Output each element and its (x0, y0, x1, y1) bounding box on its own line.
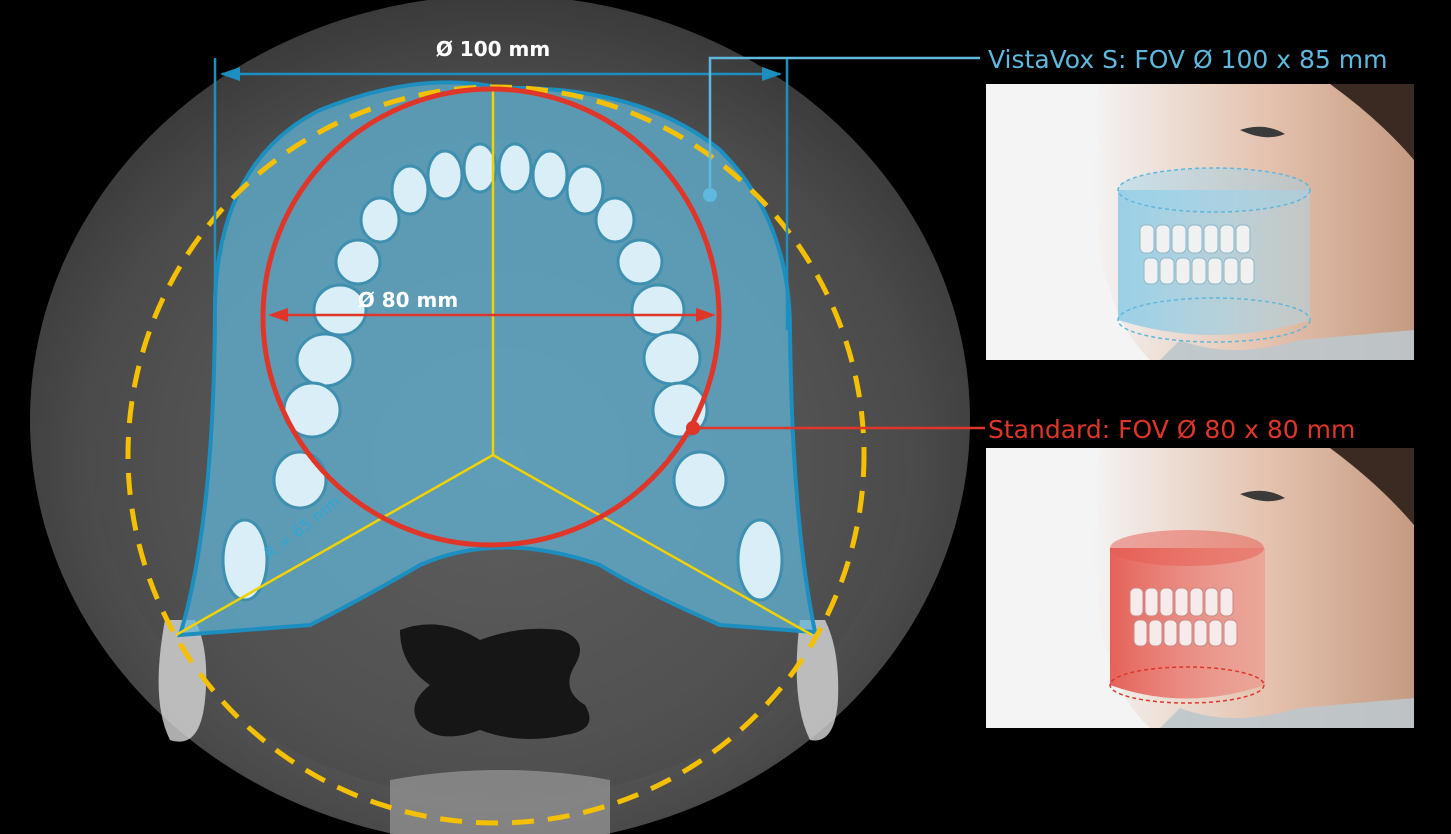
standard-callout-dot (686, 421, 700, 435)
vistavox-legend-label: VistaVox S: FOV Ø 100 x 85 mm (988, 45, 1387, 74)
diameter-80-label: Ø 80 mm (358, 288, 458, 312)
diameter-100-label: Ø 100 mm (436, 37, 550, 61)
vistavox-callout-dot (703, 188, 717, 202)
airway (400, 624, 590, 739)
standard-3d-render (986, 448, 1414, 728)
vistavox-3d-render (986, 84, 1414, 360)
standard-legend-label: Standard: FOV Ø 80 x 80 mm (988, 415, 1355, 444)
